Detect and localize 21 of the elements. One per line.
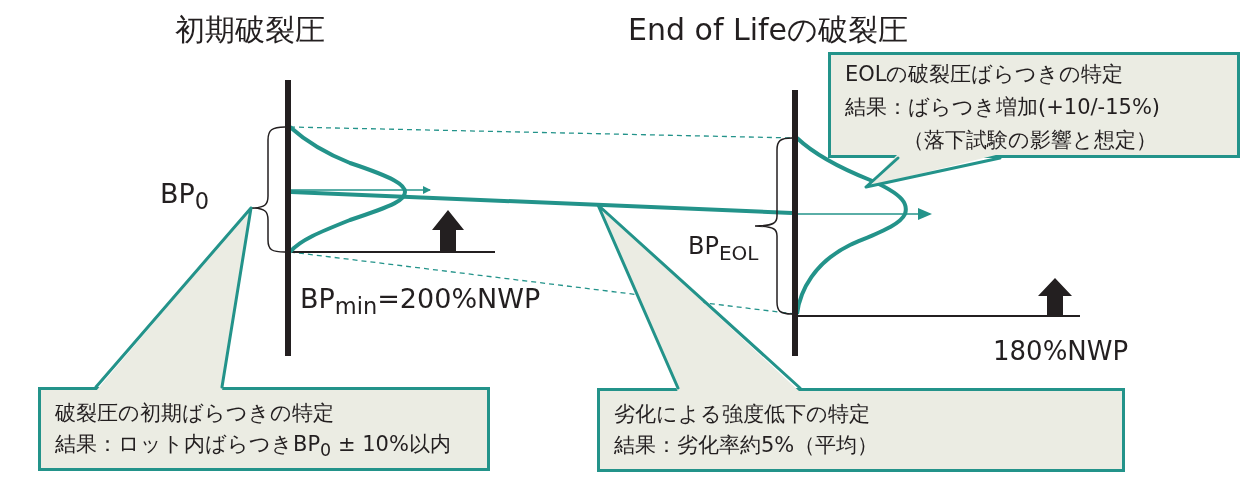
axis-label: BP$_{0}$ bbox=[160, 178, 210, 215]
callout-heading: 破裂圧の初期ばらつきの特定 bbox=[55, 400, 335, 427]
callout-pointer bbox=[94, 206, 253, 391]
callout-text: 結果：ばらつき増加(+10/-15%) bbox=[845, 94, 1162, 121]
callout-heading: EOLの破裂圧ばらつきの特定 bbox=[845, 61, 1125, 88]
callout-text: （落下試験の影響と想定） bbox=[902, 127, 1158, 154]
callout-pointer bbox=[596, 203, 802, 392]
brace bbox=[249, 126, 286, 253]
heading: End of Lifeの破裂圧 bbox=[628, 11, 909, 49]
axis-label: 180%NWP bbox=[993, 336, 1129, 366]
axis-label: BP$_{min}$=200%NWP bbox=[300, 283, 541, 320]
callout-heading: 劣化による強度低下の特定 bbox=[614, 401, 871, 428]
callout-text: 結果：劣化率約5%（平均） bbox=[614, 432, 880, 459]
heading: 初期破裂圧 bbox=[175, 11, 325, 49]
callout-text: 結果：ロット内ばらつきBP$_{0}$ ± 10%以内 bbox=[55, 431, 452, 463]
callout-box bbox=[597, 388, 1125, 472]
trend-line bbox=[290, 190, 793, 215]
callout-pointer bbox=[864, 154, 1002, 189]
axis-label: BP$_{EOL}$ bbox=[688, 232, 759, 265]
distribution-curve bbox=[795, 136, 908, 315]
callout-box bbox=[38, 387, 490, 471]
